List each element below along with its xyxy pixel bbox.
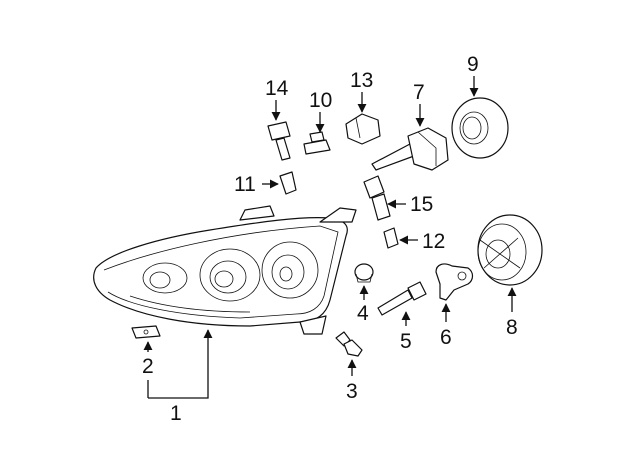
bulb-part-12: [383, 227, 399, 249]
bulb-part-14: [267, 121, 291, 161]
socket-part-13: [345, 113, 381, 145]
callout-15: 15: [410, 193, 433, 216]
socket-part-6: [435, 263, 474, 301]
callout-2: 2: [142, 355, 154, 378]
headlamp-assembly: [93, 205, 357, 335]
callout-11: 11: [234, 173, 256, 196]
callout-1: 1: [170, 402, 182, 425]
callout-5: 5: [400, 330, 412, 353]
callout-13: 13: [350, 69, 373, 92]
cover-ring-part-9: [451, 97, 509, 159]
small-bulb-part-10: [303, 131, 331, 155]
bulb-part-5: [377, 281, 427, 316]
callout-4: 4: [357, 302, 369, 325]
bulb-part-15: [363, 175, 391, 221]
cap-part-4: [354, 263, 374, 283]
small-socket-part-11: [279, 171, 297, 195]
callout-8: 8: [506, 316, 518, 339]
callout-10: 10: [309, 89, 332, 112]
callout-9: 9: [467, 53, 479, 76]
callout-7: 7: [413, 81, 425, 104]
callout-3: 3: [346, 380, 358, 403]
callout-6: 6: [440, 326, 452, 349]
callout-12: 12: [422, 230, 445, 253]
callout-labels: 1 2 3 4 5 6 7 8 9 10 11 12 13 14 15: [142, 53, 518, 425]
bolt-part-3: [335, 331, 363, 357]
leader-lines: [143, 76, 517, 399]
cover-part-8: [477, 214, 543, 286]
clip-nut-part-2: [131, 325, 161, 339]
callout-14: 14: [265, 77, 289, 100]
headlight-bulb-part-7: [371, 127, 449, 171]
